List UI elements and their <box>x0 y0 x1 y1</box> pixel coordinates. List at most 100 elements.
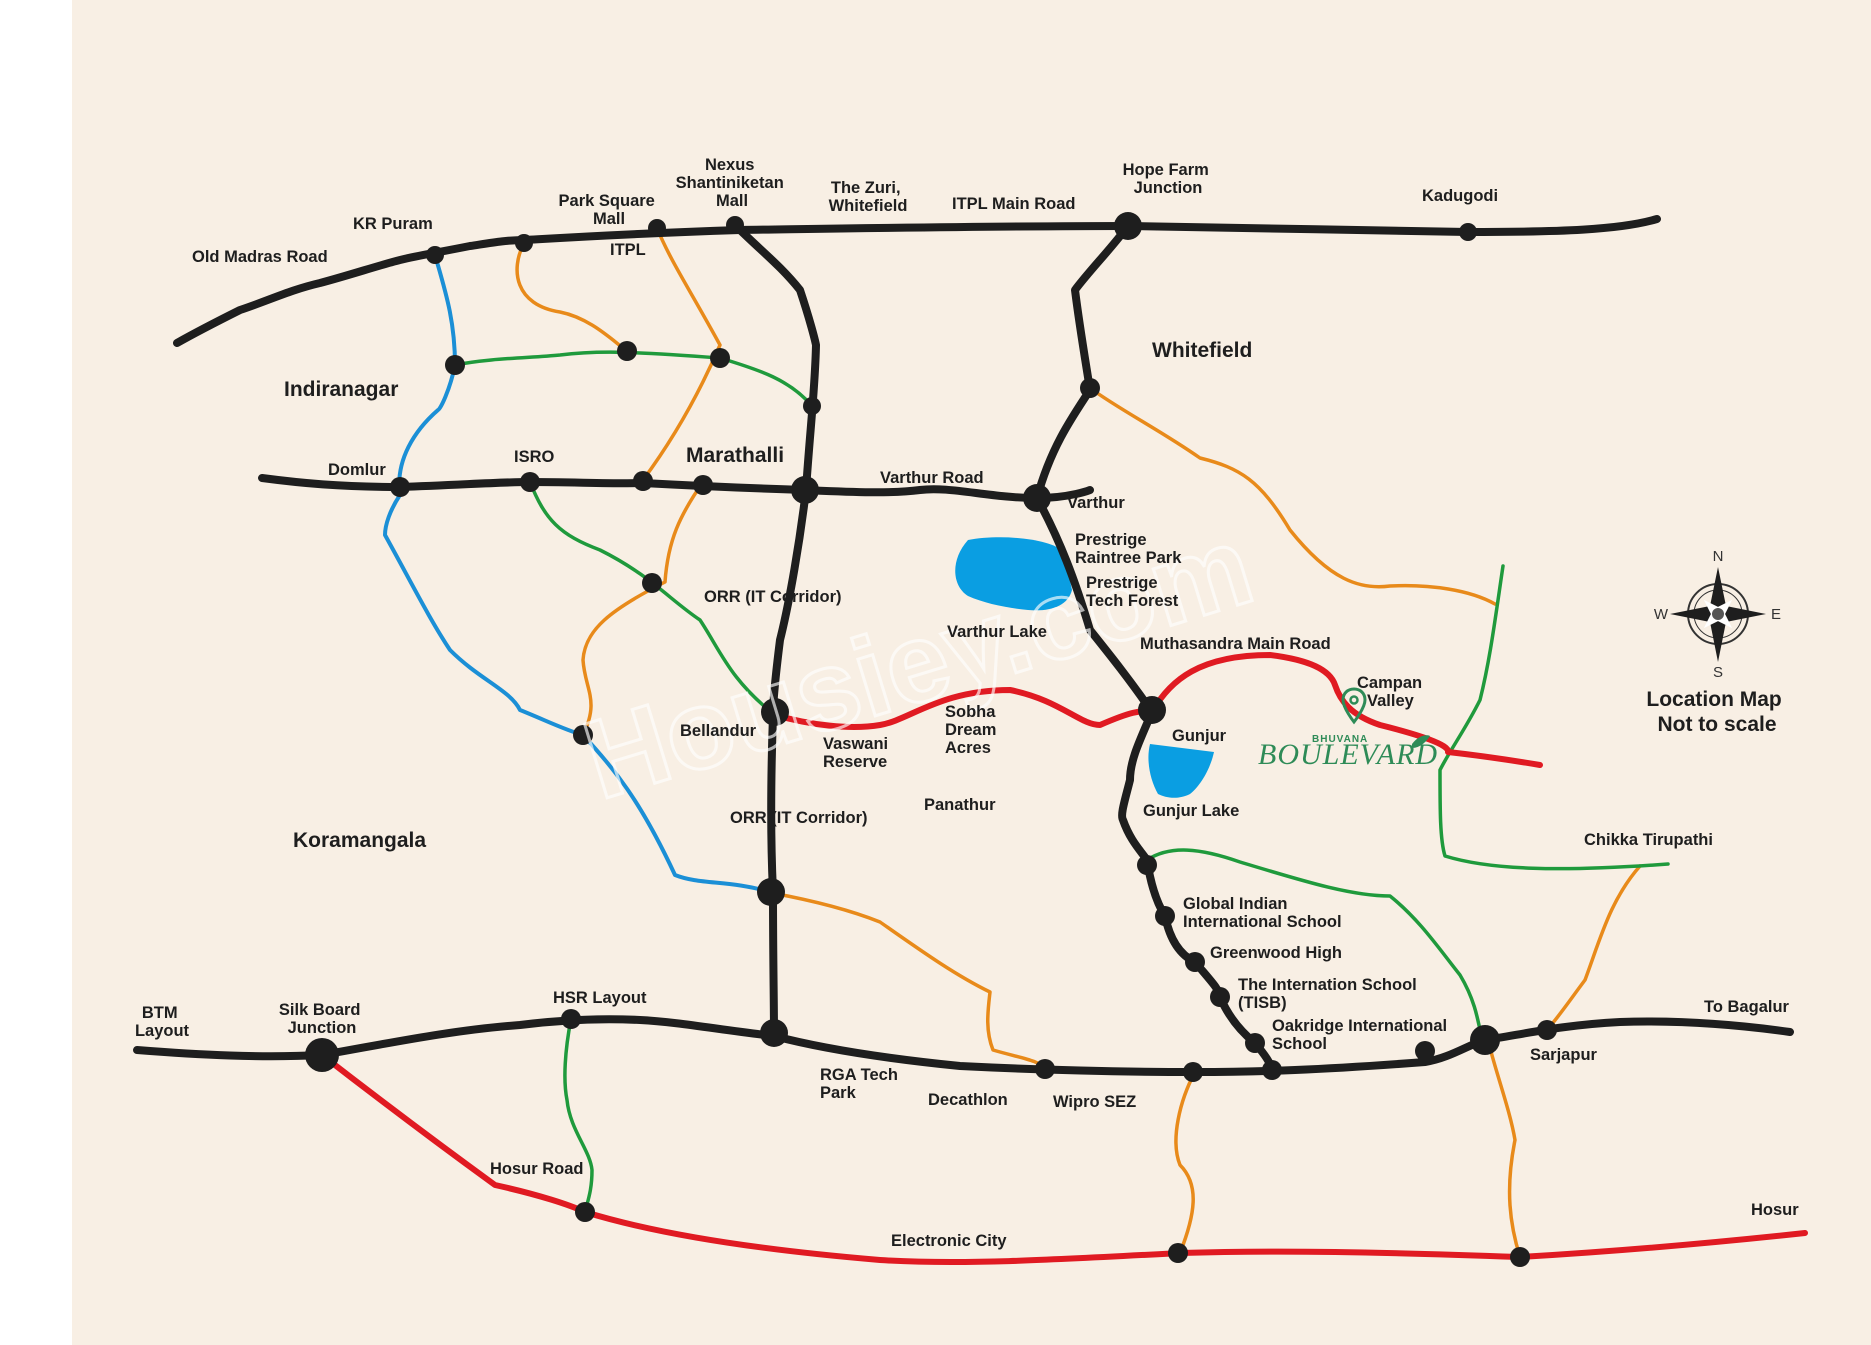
compass-east: E <box>1771 606 1781 623</box>
location-pin-center <box>1349 695 1359 705</box>
junction-marathalli[interactable] <box>791 476 819 504</box>
label-varthur: Varthur <box>1067 494 1125 512</box>
junction-kadugodi[interactable] <box>1459 223 1477 241</box>
junction-decathlon[interactable] <box>1035 1059 1055 1079</box>
label-global-indian-school: Global Indian International School <box>1183 895 1342 931</box>
map-note-title: Location Map <box>1646 688 1781 711</box>
label-varthur-road: Varthur Road <box>880 469 984 487</box>
junction-sarjapur-east[interactable] <box>1537 1020 1557 1040</box>
label-hosur-road: Hosur Road <box>490 1160 584 1178</box>
area-label-indiranagar: Indiranagar <box>284 378 398 401</box>
junction-hosur-road[interactable] <box>575 1202 595 1222</box>
label-to-bagalur: To Bagalur <box>1704 998 1790 1016</box>
label-the-zuri: The Zuri, Whitefield <box>829 179 908 215</box>
orange-road-sarjapur-south <box>1486 1038 1522 1259</box>
junction-electronic-city[interactable] <box>1168 1243 1188 1263</box>
label-silk-board-junction: Silk Board Junction <box>279 1001 365 1037</box>
junction-sarjapur-west[interactable] <box>1415 1041 1435 1061</box>
label-hsr-layout: HSR Layout <box>553 989 647 1007</box>
junction-wipro[interactable] <box>1183 1062 1203 1082</box>
junction-dots <box>305 212 1557 1267</box>
blue-road-kr-puram-koramangala <box>383 253 772 894</box>
orange-road-decathlon <box>770 891 1048 1072</box>
area-label-marathalli: Marathalli <box>686 444 784 467</box>
label-park-square-mall: Park Square Mall <box>559 192 660 228</box>
compass-west: W <box>1654 606 1669 623</box>
label-tisb: The Internation School (TISB) <box>1238 976 1421 1012</box>
junction-gunjur[interactable] <box>1138 696 1166 724</box>
junction-blue-orange[interactable] <box>573 725 593 745</box>
label-itpl-main-road: ITPL Main Road <box>952 195 1075 213</box>
junction-whitefield-orange[interactable] <box>1080 378 1100 398</box>
junction-varthur[interactable] <box>1023 484 1051 512</box>
label-decathlon: Decathlon <box>928 1091 1008 1109</box>
orange-road-orr-south <box>581 480 705 737</box>
junction-park-square[interactable] <box>648 219 666 237</box>
label-campan-valley: Campan Valley <box>1357 674 1427 710</box>
label-domlur: Domlur <box>328 461 386 479</box>
label-electronic-city: Electronic City <box>891 1232 1007 1250</box>
junction-nexus[interactable] <box>726 216 744 234</box>
brand-name-small: BHUVANA <box>1312 734 1368 745</box>
junction-marathalli-green[interactable] <box>803 397 821 415</box>
brand-name-big: BOULEVARD <box>1258 738 1438 771</box>
label-bellandur: Bellandur <box>680 722 757 740</box>
junction-orr-south[interactable] <box>757 878 785 906</box>
leaf-icon <box>1412 735 1430 748</box>
map-note: Location Map Not to scale <box>1646 688 1787 736</box>
junction-hosur-south[interactable] <box>1510 1247 1530 1267</box>
junction-bellandur[interactable] <box>761 698 789 726</box>
orange-road-itpl-north <box>515 241 629 353</box>
label-vaswani-reserve: Vaswani Reserve <box>823 735 893 771</box>
junction-hsr-layout[interactable] <box>561 1009 581 1029</box>
label-orr-it-corridor-south: ORR (IT Corridor) <box>730 809 868 827</box>
label-rga-tech-park: RGA Tech Park <box>820 1066 903 1102</box>
junction-hope-farm[interactable] <box>1114 212 1142 240</box>
junction-orange-varthur-road[interactable] <box>633 471 653 491</box>
green-road-isro-bellandur <box>528 480 777 717</box>
junction-green-mid[interactable] <box>617 341 637 361</box>
label-prestige-tech-forest: Prestrige Tech Forest <box>1086 574 1179 610</box>
label-hope-farm-junction: Hope Farm Junction <box>1123 161 1214 197</box>
junction-sarjapur[interactable] <box>1470 1025 1500 1055</box>
orange-road-varthur-east <box>1088 386 1497 606</box>
label-greenwood-high: Greenwood High <box>1210 944 1342 962</box>
label-muthasandra-main-road: Muthasandra Main Road <box>1140 635 1331 653</box>
junction-orr-sarjapur[interactable] <box>760 1019 788 1047</box>
label-wipro-sez: Wipro SEZ <box>1053 1093 1136 1111</box>
junction-tisb[interactable] <box>1210 987 1230 1007</box>
area-label-koramangala: Koramangala <box>293 829 426 852</box>
project-marker[interactable]: BHUVANA BOULEVARD <box>1258 687 1438 771</box>
junction-green-east[interactable] <box>710 348 730 368</box>
compass-rose-icon <box>1670 567 1766 662</box>
varthur-lake-shape <box>955 537 1072 611</box>
junction-greenwood[interactable] <box>1185 952 1205 972</box>
junction-oakridge[interactable] <box>1245 1033 1265 1053</box>
junction-silk-board[interactable] <box>305 1038 339 1072</box>
junction-indiranagar-green[interactable] <box>445 355 465 375</box>
junction-isro[interactable] <box>520 472 540 492</box>
green-roads <box>453 350 1670 1214</box>
label-old-madras-road: Old Madras Road <box>192 248 328 266</box>
location-pin-icon[interactable] <box>1341 687 1367 725</box>
orange-roads <box>515 226 1642 1259</box>
orange-road-chikka-sarjapur <box>1545 864 1642 1032</box>
label-gunjur-lake: Gunjur Lake <box>1143 802 1239 820</box>
label-sobha-dream-acres: Sobha Dream Acres <box>945 703 1001 757</box>
junction-marathalli-orange[interactable] <box>693 475 713 495</box>
orange-road-itpl-marathalli <box>641 226 722 482</box>
compass-north: N <box>1713 548 1724 565</box>
silk-board-sarjapur-road-line <box>133 1015 1794 1076</box>
junction-gunjur-green[interactable] <box>1137 855 1157 875</box>
junction-orr-orange[interactable] <box>642 573 662 593</box>
junction-kr-puram[interactable] <box>426 246 444 264</box>
green-road-east <box>1438 564 1670 871</box>
junction-sarjapur-road[interactable] <box>1262 1060 1282 1080</box>
green-road-gunjur-sarjapur <box>1145 848 1484 1042</box>
junction-global-indian[interactable] <box>1155 906 1175 926</box>
junction-domlur[interactable] <box>390 477 410 497</box>
gunjur-lake-shape <box>1148 744 1214 798</box>
junction-itpl-west[interactable] <box>515 234 533 252</box>
